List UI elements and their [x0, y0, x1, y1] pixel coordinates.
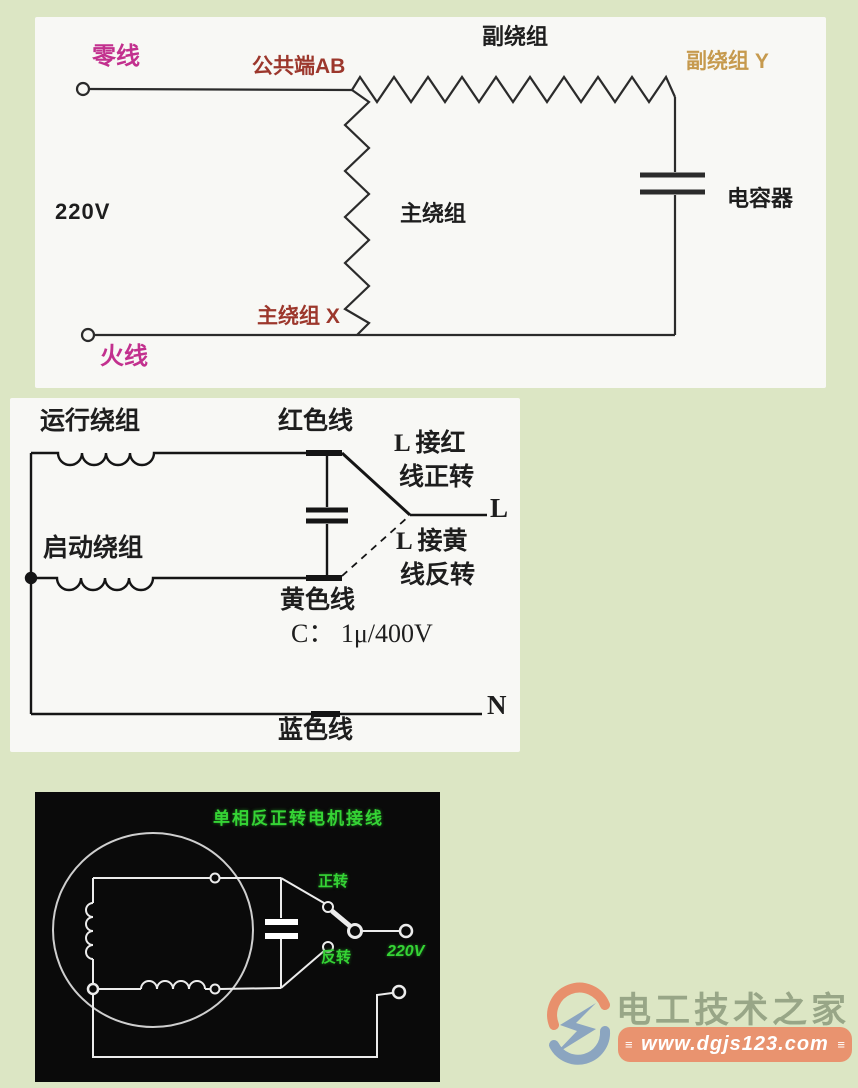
banner-end-mark-right: ≡: [837, 1037, 845, 1052]
main-winding-zigzag: [343, 89, 371, 336]
label-red-wire: 红色线: [278, 407, 354, 435]
label-cap-spec: C： 1μ/400V: [291, 619, 433, 648]
label-l-yellow-1: L 接黄: [396, 528, 468, 555]
label-blue-wire: 蓝色线: [278, 716, 354, 744]
aux-winding-zigzag: [351, 74, 677, 104]
panel-cad-reversing-diagram: 单相反正转电机接线 正转 反转 220V: [35, 792, 440, 1082]
schematic3-wires: [52, 832, 414, 1058]
cad-outer-loop: [92, 992, 393, 1058]
supply-terminal-top: [398, 923, 414, 939]
panel-capacitor-motor-schematic: 零线 公共端AB 副绕组 副绕组 Y 220V 主绕组 主绕组 X 火线 电容器: [35, 17, 826, 388]
label-l-yellow-2: 线反转: [400, 562, 476, 589]
neutral-wire-line: [88, 87, 353, 92]
cad-bottom-line3: [219, 987, 282, 990]
switch-lever: [330, 909, 352, 928]
label-terminal-l: L: [490, 493, 509, 523]
cad-reverse-lead: [280, 950, 325, 989]
label-start-winding: 启动绕组: [43, 534, 144, 562]
cad-horizontal-coil: [140, 980, 206, 990]
label-neutral-wire: 零线: [92, 43, 140, 70]
cad-vertical-coil: [85, 902, 94, 960]
logo-blue-arc: [549, 1026, 611, 1065]
cad-cap-plate-top: [265, 919, 298, 925]
label-l-red-1: L 接红: [394, 430, 466, 457]
reverse-contact-circle: [322, 941, 334, 953]
logo-orange-arc: [547, 982, 610, 1030]
motor-circle: [52, 832, 254, 1028]
site-name: 电工技术之家: [616, 991, 851, 1030]
label-aux-winding-y: 副绕组 Y: [686, 50, 769, 73]
cad-junction-ring: [86, 982, 100, 996]
site-url-banner: ≡ www.dgjs123.com ≡: [618, 1027, 852, 1062]
cad-top-terminal: [209, 872, 221, 884]
label-l-red-2: 线正转: [399, 464, 475, 491]
run-winding-coil: [31, 451, 306, 467]
label-terminal-n: N: [487, 690, 507, 720]
schematic1-wires: [75, 74, 705, 343]
cad-forward-lead: [280, 877, 325, 904]
start-winding-coil: [31, 576, 306, 592]
label-live-wire: 火线: [100, 343, 148, 370]
switch-pole-circle: [347, 923, 363, 939]
neutral-terminal-circle: [75, 81, 91, 97]
cad-bottom-terminal: [209, 983, 221, 995]
live-terminal-circle: [80, 327, 96, 343]
banner-end-mark-left: ≡: [625, 1037, 633, 1052]
label-voltage-220v: 220V: [55, 199, 111, 224]
junction-dot: [24, 571, 38, 585]
label-yellow-wire: 黄色线: [280, 586, 356, 614]
l-to-red-solid-line: [340, 451, 412, 517]
forward-contact-circle: [322, 901, 334, 913]
logo-lightning-bolt: [554, 1003, 596, 1055]
label-common-terminal: 公共端AB: [252, 55, 346, 78]
l-to-yellow-dashed-line: [341, 516, 409, 577]
supply-terminal-bottom: [391, 984, 407, 1000]
label-main-winding-x: 主绕组 X: [257, 305, 340, 328]
label-capacitor: 电容器: [727, 186, 794, 211]
schematic2-wires: [24, 450, 487, 717]
panel-ln-wiring-schematic: 运行绕组 红色线 L 接红 线正转 L 启动绕组 L 接黄 线反转 黄色线 C：…: [10, 398, 520, 752]
label-forward: 正转: [318, 873, 349, 890]
cad-cap-plate-bottom: [265, 933, 298, 939]
label-run-winding: 运行绕组: [40, 407, 141, 435]
label-main-winding: 主绕组: [400, 201, 467, 226]
label-cad-voltage: 220V: [387, 943, 425, 960]
label-reverse: 反转: [321, 949, 352, 966]
site-url: www.dgjs123.com: [641, 1033, 829, 1055]
site-logo-icon: [547, 982, 611, 1065]
cad-title: 单相反正转电机接线: [213, 809, 384, 828]
label-aux-winding: 副绕组: [482, 24, 549, 49]
